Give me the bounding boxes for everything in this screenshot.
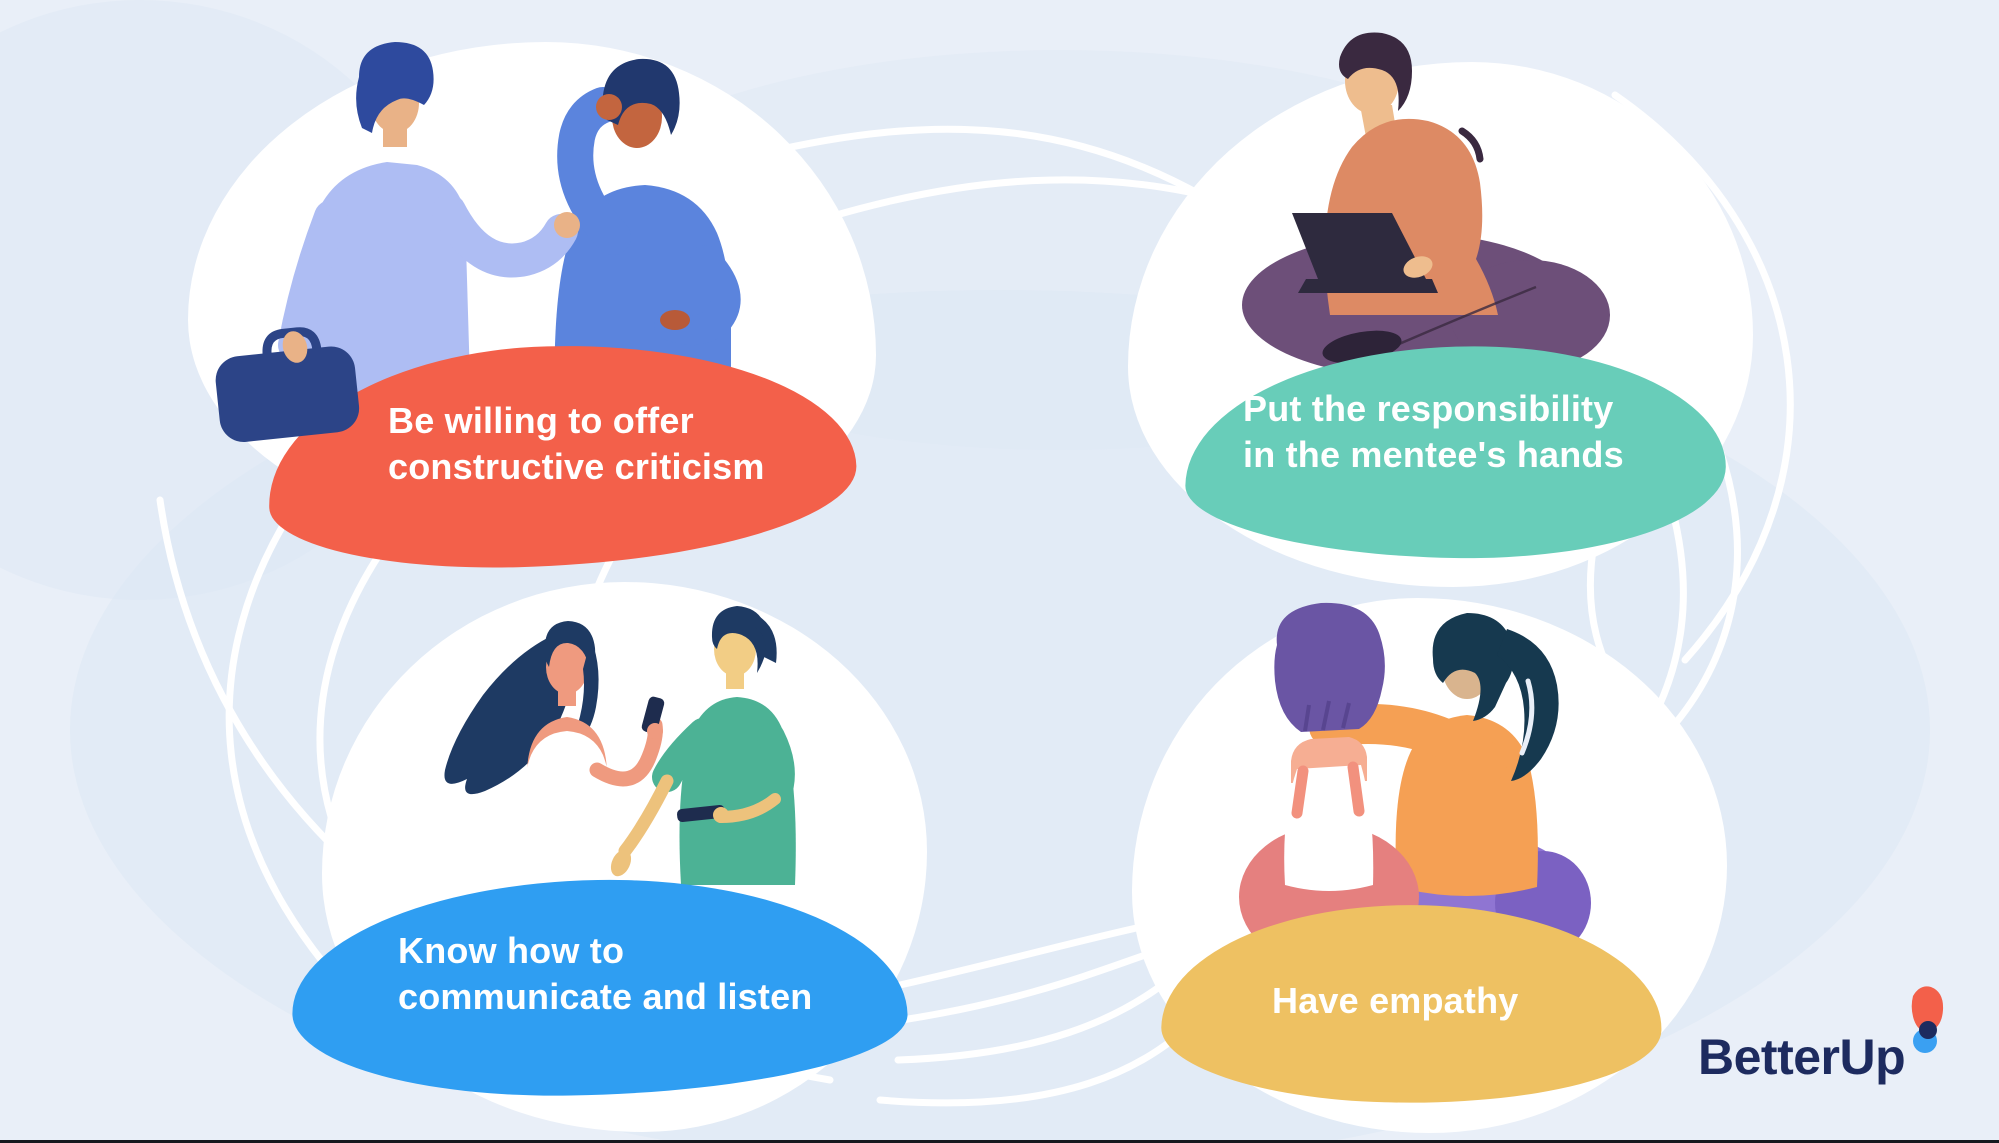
man-left-sleeve — [652, 718, 718, 792]
card-label-communicate-listen: Know how to communicate and listen — [398, 930, 813, 1018]
man2-raised-arm — [557, 87, 631, 255]
bottom-edge-line — [0, 1140, 1999, 1143]
friend2-ponytail-highlight — [1519, 678, 1535, 756]
hair — [1339, 32, 1412, 111]
friend2-ponytail — [1497, 629, 1559, 781]
man2-hand-on-head — [596, 94, 622, 120]
betterup-logo-mark-icon — [1911, 986, 1944, 1053]
man2-hip-arm — [654, 245, 741, 346]
woman-front-hair — [544, 621, 596, 670]
man2-hair — [601, 58, 680, 135]
leg-crease — [1391, 285, 1537, 349]
briefcase-hand — [282, 331, 308, 363]
woman-head — [546, 640, 588, 694]
man1-neck — [383, 121, 407, 147]
friend1-bob-hair — [1274, 602, 1385, 732]
man-phone — [676, 805, 726, 822]
friend1-hair-fringe — [1303, 700, 1351, 732]
woman-back-hair — [444, 630, 573, 795]
woman-neck — [558, 688, 576, 706]
man1-hand — [554, 212, 580, 238]
woman-hair-strand — [575, 639, 599, 740]
logo-mark-navy-dot — [1919, 1021, 1937, 1039]
man-left-forearm — [618, 774, 674, 858]
man-neck — [726, 669, 744, 689]
briefcase-icon — [215, 327, 360, 442]
man-left-hand — [610, 849, 632, 877]
laptop-base — [1298, 279, 1438, 293]
friend2-hair — [1432, 613, 1514, 721]
connector-lines — [156, 91, 1794, 1124]
hand — [1403, 256, 1433, 278]
knee — [1450, 260, 1610, 370]
man-hair-back — [755, 617, 777, 663]
friend1-straps — [1291, 761, 1365, 819]
laptop-screen — [1292, 213, 1426, 279]
illustration-friends-embracing — [1239, 602, 1591, 969]
card-label-mentee-responsibility: Put the responsibility in the mentee's h… — [1243, 388, 1624, 476]
illustration-person-with-laptop — [1242, 32, 1610, 377]
woman-arm — [589, 717, 663, 787]
logo-mark-orange-blob — [1911, 986, 1944, 1032]
woman-hand — [647, 723, 663, 739]
card-label-have-empathy: Have empathy — [1272, 980, 1519, 1021]
briefcase-body — [215, 346, 360, 442]
man-right-hand — [713, 807, 729, 823]
man1-reaching-arm — [432, 194, 578, 278]
man-hair — [711, 606, 768, 673]
man1-hair — [356, 42, 434, 133]
sleeve-line — [1458, 127, 1484, 163]
card-label-constructive-criticism: Be willing to offer constructive critici… — [388, 400, 765, 488]
friend1-top — [1284, 765, 1374, 891]
man-right-sleeve — [757, 723, 795, 809]
woman-top — [519, 731, 615, 885]
illustration-two-people-with-phones — [444, 606, 796, 885]
man2-hip-hand — [660, 310, 690, 330]
betterup-wordmark: BetterUp — [1698, 1029, 1906, 1085]
